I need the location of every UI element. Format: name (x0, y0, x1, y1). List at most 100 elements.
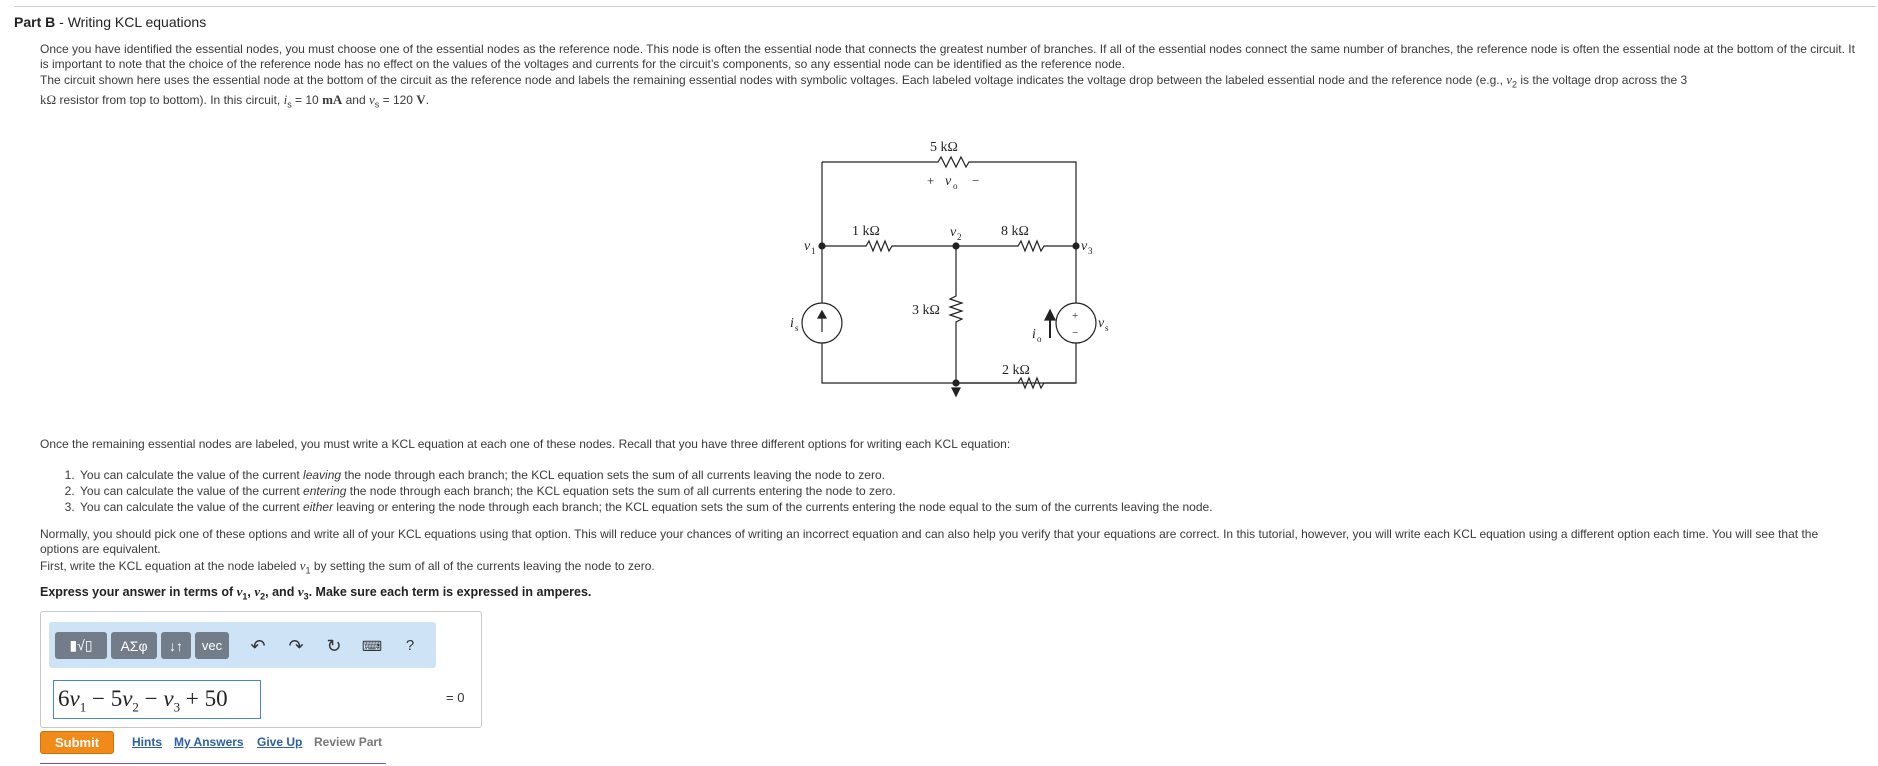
unit-v: V (416, 92, 426, 108)
node-v3 (1072, 242, 1080, 250)
label-io-sub: o (1037, 334, 1042, 344)
label-is-var: i (790, 316, 794, 331)
vs-var: v (368, 92, 375, 108)
express-text: . Make sure each term is expressed in am… (308, 585, 592, 599)
answer-box: ▮√▯ ΑΣφ ↓↑ vec ↶ ↷ ↻ ⌨ ? 6v1 − 5v2 − v3 … (40, 611, 482, 728)
greek-button[interactable]: ΑΣφ (111, 632, 157, 659)
v1-var: v (236, 584, 243, 599)
circuit-diagram: 5 kΩ + v o − 1 kΩ 8 kΩ 3 kΩ 2 kΩ v 1 v 2… (790, 140, 1109, 398)
intro-text: resistor from top to bottom). In this ci… (56, 93, 284, 108)
part-label: Part B (14, 14, 56, 30)
keyboard-icon[interactable]: ⌨ (361, 638, 383, 654)
answer-input[interactable]: 6v1 − 5v2 − v3 + 50 (53, 680, 261, 719)
intro-paragraph-2: The circuit shown here uses the essentia… (40, 72, 1860, 113)
redo-icon[interactable]: ↷ (288, 636, 304, 656)
answer-var: v (69, 686, 80, 711)
label-v1-sub: 1 (811, 246, 816, 256)
arrows-button[interactable]: ↓↑ (161, 632, 191, 659)
templates-button[interactable]: ▮√▯ (55, 632, 107, 659)
io-arrowhead-icon (1044, 308, 1056, 321)
first-instruction: First, write the KCL equation at the nod… (40, 558, 1860, 578)
part-heading: Writing KCL equations (67, 14, 207, 30)
label-v1-var: v (804, 239, 811, 254)
v3-var: v (297, 584, 304, 599)
answer-op: + 50 (180, 686, 228, 711)
v2-var: v (254, 584, 261, 599)
intro-text: . (425, 93, 430, 108)
part-title: Part B - Writing KCL equations (14, 14, 206, 30)
node-reference (952, 379, 960, 387)
answer-sub: 1 (79, 699, 87, 715)
is-var: i (283, 92, 288, 108)
options-list: You can calculate the value of the curre… (40, 467, 1540, 515)
answer-var: v (122, 686, 133, 711)
v1-sub: 1 (242, 591, 248, 602)
express-text: , and (265, 585, 298, 599)
node-v1 (818, 242, 826, 250)
label-vo-var: v (945, 174, 952, 189)
give-up-link[interactable]: Give Up (257, 735, 303, 749)
label-1k: 1 kΩ (852, 224, 880, 239)
intro-text: and (342, 93, 369, 108)
label-source-plus: + (1072, 310, 1078, 322)
option-text: the node through each branch; the KCL eq… (346, 484, 896, 498)
normally-paragraph: Normally, you should pick one of these o… (40, 527, 1819, 556)
undo-icon[interactable]: ↶ (250, 636, 266, 656)
my-answers-link[interactable]: My Answers (174, 735, 244, 749)
help-icon[interactable]: ? (399, 636, 421, 658)
express-text: , (247, 585, 255, 599)
vec-button[interactable]: vec (195, 632, 229, 659)
intro-paragraph-1: Once you have identified the essential n… (40, 42, 1855, 71)
greek-label: ΑΣφ (120, 637, 148, 654)
label-5k: 5 kΩ (930, 140, 958, 155)
express-instruction: Express your answer in terms of v1, v2, … (40, 584, 591, 602)
option-text: You can calculate the value of the curre… (80, 468, 304, 482)
submit-button[interactable]: Submit (40, 731, 114, 754)
list-item: You can calculate the value of the curre… (78, 467, 1540, 483)
current-source-arrowhead-icon (816, 309, 828, 319)
label-2k: 2 kΩ (1002, 363, 1030, 378)
reset-icon[interactable]: ↻ (326, 636, 342, 656)
templates-label: ▮√▯ (69, 637, 93, 653)
v2-var: v (1506, 72, 1513, 87)
instruction-text: by setting the sum of all of the current… (310, 559, 655, 573)
option-emphasis: either (303, 500, 334, 514)
answer-var: v (163, 686, 174, 711)
list-item: You can calculate the value of the curre… (78, 483, 1540, 499)
wire-middle (822, 239, 1076, 253)
is-sub: s (287, 99, 292, 110)
instruction-text: First, write the KCL equation at the nod… (40, 559, 300, 573)
option-text: the node through each branch; the KCL eq… (341, 468, 885, 482)
label-v3-sub: 3 (1088, 246, 1093, 256)
arrows-label: ↓↑ (169, 637, 183, 654)
unit-kohm: kΩ (40, 92, 57, 108)
answer-sub: 2 (132, 699, 139, 715)
feedback-border (40, 763, 386, 766)
label-vs-var: v (1098, 316, 1105, 331)
is-value: = 10 (291, 93, 323, 108)
label-v2-sub: 2 (957, 232, 962, 242)
part-separator: - (55, 14, 68, 30)
label-vs-sub: s (1105, 323, 1109, 333)
label-is-sub: s (795, 323, 799, 333)
voltage-source (1055, 302, 1097, 344)
v2-sub: 2 (1512, 79, 1518, 90)
math-toolbar: ▮√▯ ΑΣφ ↓↑ vec ↶ ↷ ↻ ⌨ ? (49, 622, 436, 668)
label-v3-var: v (1081, 239, 1088, 254)
review-part-link[interactable]: Review Part (314, 735, 383, 749)
kcl-intro: Once the remaining essential nodes are l… (40, 437, 1011, 451)
option-text: leaving or entering the node through eac… (333, 500, 1213, 514)
wire-bottom-right (956, 334, 1077, 390)
wire-top (822, 155, 1077, 246)
option-text: You can calculate the value of the curre… (80, 484, 304, 498)
label-io-var: i (1032, 327, 1036, 342)
vs-sub: s (374, 99, 380, 110)
intro-text: The circuit shown here uses the essentia… (40, 73, 1507, 87)
label-v2-var: v (950, 225, 957, 240)
option-emphasis: leaving (303, 468, 342, 482)
answer-op: − 5 (86, 686, 123, 711)
express-text: Express your answer in terms of (40, 585, 237, 599)
label-vo-plus: + (927, 173, 934, 188)
hints-link[interactable]: Hints (132, 735, 162, 749)
answer-coef: 6 (58, 686, 70, 711)
